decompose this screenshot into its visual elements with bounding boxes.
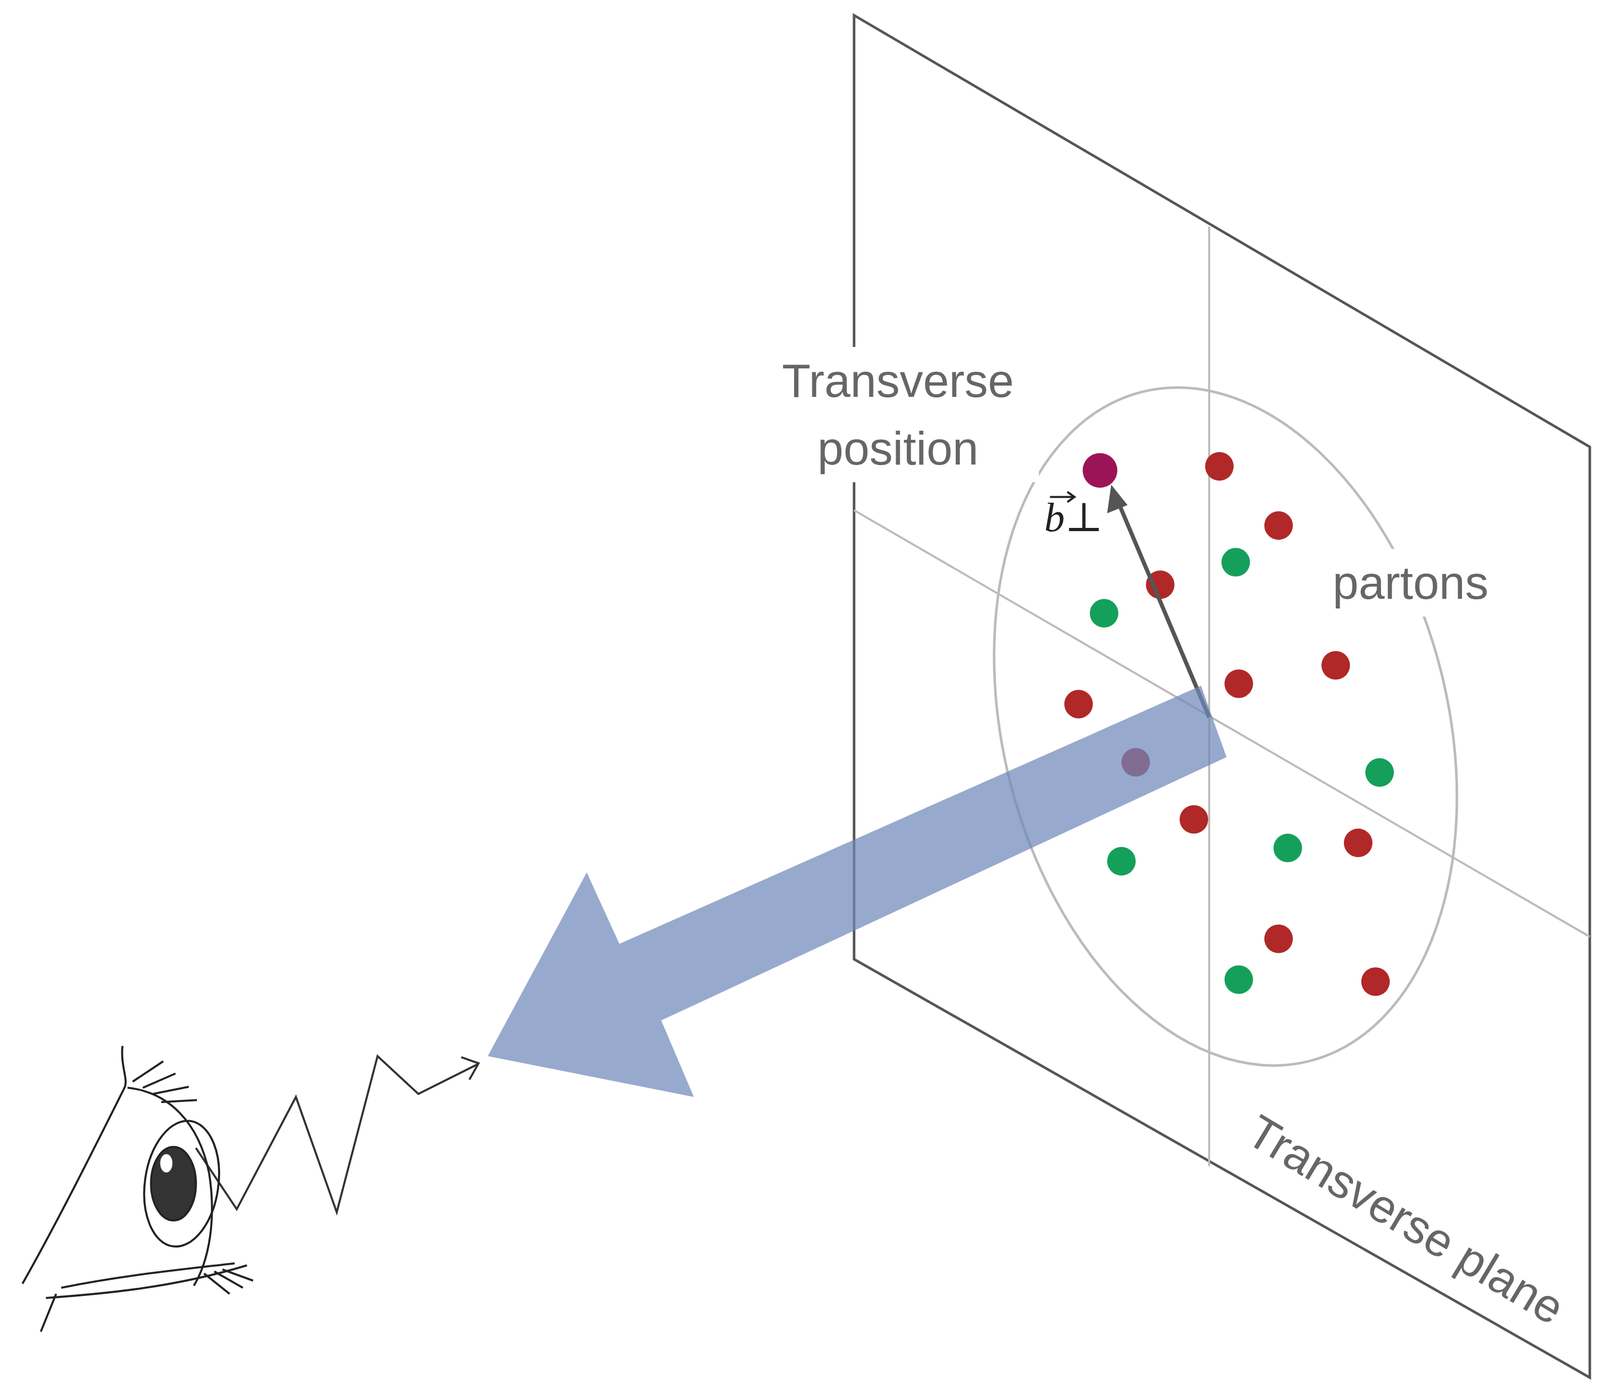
parton-label: partons — [1329, 548, 1492, 617]
axis-line — [1208, 226, 1211, 1167]
vector-head — [1107, 484, 1128, 514]
parton-dots — [1064, 452, 1394, 996]
selected-parton — [1082, 453, 1118, 489]
view-arrow — [487, 685, 1227, 1097]
transverse-plane — [854, 15, 1590, 1378]
photon-wave — [195, 1056, 478, 1213]
eye-drawing — [22, 1045, 254, 1332]
photon-arrowhead — [461, 1056, 479, 1080]
axis-label: Transverse position — [757, 346, 1039, 483]
position-vector — [1117, 499, 1210, 718]
vector-label: b⊥ — [1041, 487, 1107, 547]
